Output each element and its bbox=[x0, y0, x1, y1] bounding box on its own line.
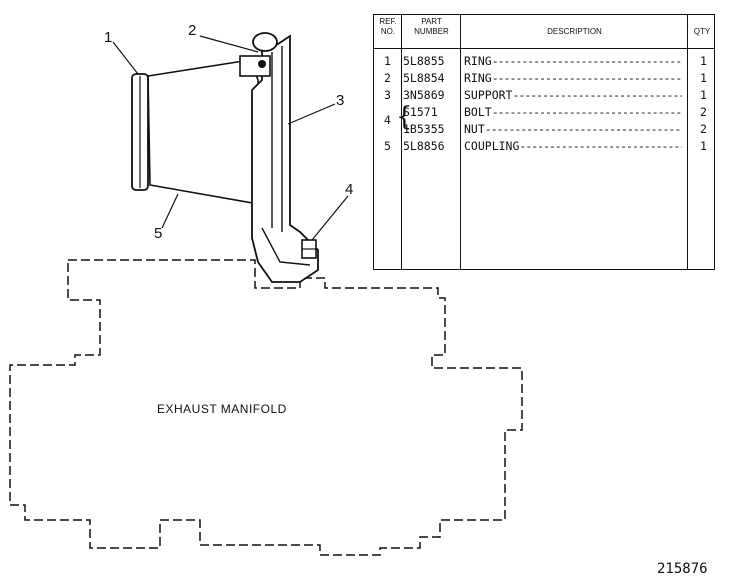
row-description: NUT bbox=[464, 122, 682, 136]
header-description: DESCRIPTION bbox=[547, 27, 602, 36]
header-ref: REF. NO. bbox=[379, 17, 397, 36]
row-ref: 1 bbox=[384, 54, 391, 68]
table-row: 3 3N5869 SUPPORT 1 bbox=[374, 88, 714, 105]
row-part-number: S1571 bbox=[403, 105, 438, 119]
ring-2 bbox=[252, 32, 278, 52]
callout-5: 5 bbox=[154, 225, 163, 242]
row-qty: 2 bbox=[700, 122, 707, 136]
figure-number: 215876 bbox=[657, 561, 708, 577]
callout-3: 3 bbox=[336, 92, 345, 109]
manifold-label: EXHAUST MANIFOLD bbox=[157, 402, 287, 416]
row-qty: 2 bbox=[700, 105, 707, 119]
row-qty: 1 bbox=[700, 71, 707, 85]
header-qty: QTY bbox=[693, 27, 711, 36]
row-description: SUPPORT bbox=[464, 88, 682, 102]
row-part-number: 3N5869 bbox=[403, 88, 445, 102]
row-qty: 1 bbox=[700, 139, 707, 153]
row-ref: 5 bbox=[384, 139, 391, 153]
table-row: 4 S1571 BOLT 2 bbox=[374, 105, 714, 127]
row-ref: 2 bbox=[384, 71, 391, 85]
table-row: 5 5L8856 COUPLING 1 bbox=[374, 139, 714, 156]
row-description: COUPLING bbox=[464, 139, 682, 153]
row-qty: 1 bbox=[700, 88, 707, 102]
row-part-number: 5L8855 bbox=[403, 54, 445, 68]
table-row: 1 5L8855 RING 1 bbox=[374, 54, 714, 71]
callout-4: 4 bbox=[345, 181, 354, 198]
callout-2: 2 bbox=[188, 22, 197, 39]
row-qty: 1 bbox=[700, 54, 707, 68]
support-bracket bbox=[251, 34, 319, 283]
row-ref: 3 bbox=[384, 88, 391, 102]
exhaust-manifold-outline bbox=[9, 259, 523, 556]
row-part-number: 1B5355 bbox=[403, 122, 445, 136]
parts-table: REF. NO. PART NUMBER DESCRIPTION QTY 1 5… bbox=[373, 14, 715, 270]
row-description: RING bbox=[464, 71, 682, 85]
coupling-body bbox=[147, 59, 259, 205]
group-brace: { bbox=[396, 102, 413, 132]
callout-1: 1 bbox=[104, 29, 113, 46]
row-part-number: 5L8854 bbox=[403, 71, 445, 85]
table-row: 1B5355 NUT 2 bbox=[374, 122, 714, 139]
row-description: BOLT bbox=[464, 105, 682, 119]
row-ref: 4 bbox=[384, 113, 391, 127]
table-row: 2 5L8854 RING 1 bbox=[374, 71, 714, 88]
header-part-number: PART NUMBER bbox=[414, 17, 449, 36]
row-part-number: 5L8856 bbox=[403, 139, 445, 153]
row-description: RING bbox=[464, 54, 682, 68]
